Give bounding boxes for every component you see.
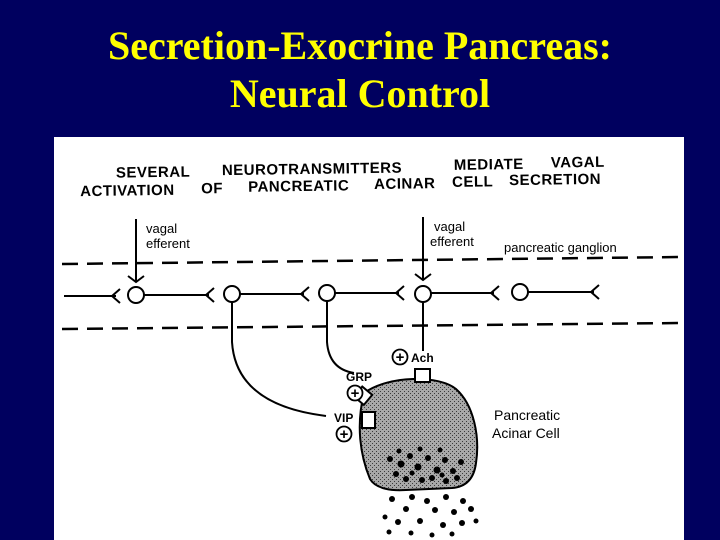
- figure-heading-word: MEDIATE: [454, 156, 524, 174]
- vagal-efferent-label-2-line-1: vagal: [434, 219, 465, 234]
- figure-heading-word: NEUROTRANSMITTERS: [222, 160, 402, 180]
- ganglion-neuron-chain: [64, 283, 600, 304]
- vip-plus-sign: +: [335, 425, 353, 443]
- ganglion-boundary-upper: [61, 255, 683, 266]
- vagal-efferent-label-1-line-2: efferent: [146, 236, 190, 251]
- figure-heading-word: ACTIVATION: [80, 182, 175, 200]
- zymogen-granules: [387, 446, 464, 484]
- figure-heading-word: VAGAL: [551, 154, 605, 172]
- svg-text:+: +: [340, 426, 349, 443]
- grp-plus-sign: +: [346, 384, 364, 402]
- vip-receptor: [361, 411, 376, 429]
- vip-label: VIP: [334, 411, 353, 425]
- grp-axon: [326, 301, 355, 374]
- slide-title-line-2: Neural Control: [229, 71, 491, 116]
- vagal-efferent-label-1-line-1: vagal: [146, 221, 177, 236]
- vip-axon: [231, 302, 327, 417]
- neural-control-figure: SEVERAL NEUROTRANSMITTERS MEDIATE VAGAL …: [54, 137, 684, 540]
- pancreatic-ganglion-label: pancreatic ganglion: [504, 240, 617, 255]
- grp-label: GRP: [346, 370, 372, 384]
- figure-heading-word: OF: [201, 180, 223, 197]
- ganglion-boundary-lower: [61, 321, 683, 331]
- acinar-cell: [358, 377, 479, 492]
- ach-receptor: [414, 368, 431, 383]
- figure-heading-word: CELL: [452, 173, 493, 191]
- ach-label: Ach: [411, 351, 434, 365]
- figure-heading-word: SEVERAL: [116, 164, 191, 182]
- svg-text:+: +: [351, 385, 360, 402]
- slide-title-line-1: Secretion-Exocrine Pancreas:: [108, 23, 612, 68]
- figure-heading-word: SECRETION: [509, 171, 601, 189]
- slide-title: Secretion-Exocrine Pancreas: Neural Cont…: [0, 22, 720, 118]
- figure-heading-word: PANCREATIC: [248, 177, 349, 195]
- vagal-efferent-label-2-line-2: efferent: [430, 234, 474, 249]
- secreted-granules: [382, 494, 479, 538]
- acinar-cell-label-line-2: Acinar Cell: [492, 425, 560, 441]
- ach-plus-sign: +: [391, 348, 409, 366]
- vagal-efferent-fiber-1: [127, 219, 145, 304]
- svg-text:+: +: [396, 349, 405, 366]
- acinar-cell-label-line-1: Pancreatic: [494, 407, 560, 423]
- figure-heading-word: ACINAR: [374, 175, 436, 193]
